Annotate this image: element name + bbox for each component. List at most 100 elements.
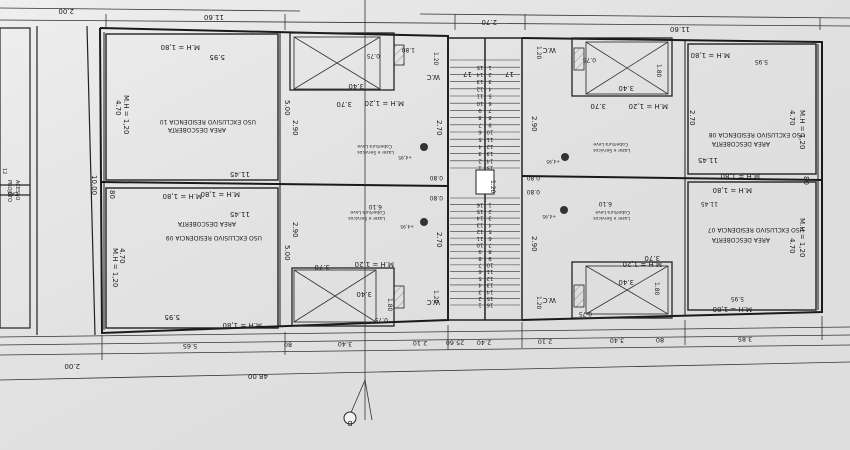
stair-step-number: 11 <box>477 235 484 241</box>
res09-wc-label: W.C <box>427 298 440 306</box>
res08-d080: 0.80 <box>526 174 540 181</box>
stair-step-number: 9 <box>488 255 492 261</box>
bottom-dimension-label: 2.10 <box>413 339 427 347</box>
res09-dim-470: 4.70 <box>118 248 126 264</box>
stair-step-number: 1 <box>478 165 482 171</box>
stair-step-number: 5 <box>478 275 482 281</box>
stair-landing <box>475 169 495 195</box>
res07-room-line1: Cobertura Leve <box>595 209 630 215</box>
stair-step-number: 4 <box>488 85 492 91</box>
res07-dim-470: 4.70 <box>788 238 796 254</box>
res08-level: +4,95 <box>546 158 560 164</box>
fragment-label-cas: CAS <box>8 190 18 196</box>
bottom-dimension-label: 80 <box>284 341 292 349</box>
stair-step-number: 10 <box>476 100 483 106</box>
north-marker <box>343 411 357 425</box>
res08-wc-180: 1.80 <box>655 64 662 78</box>
stair-step-number: 8 <box>488 248 492 254</box>
res08-mh-120: M.H = 1,20 <box>798 110 806 149</box>
res10-area-label: AREA DESCOBERTA <box>167 126 226 133</box>
stair-step-number: 13 <box>486 282 493 288</box>
stair-step-number: 1 <box>488 201 492 207</box>
dim-center-80-right: 80 <box>802 176 810 185</box>
res08-wc-mh: M.H = 1,20 <box>629 102 668 110</box>
stair-step-number: 6 <box>488 100 492 106</box>
stair-step-number: 16 <box>486 302 493 308</box>
bottom-dimension-label: 80 <box>656 336 664 344</box>
res07-wc-label: W.C <box>543 296 556 304</box>
bottom-dimension-label: 2.10 <box>538 338 552 346</box>
stair-step-numbers: 1514131211109876543211234567891011121314… <box>476 64 493 308</box>
res10-wc-box <box>293 36 381 90</box>
stair-step-number: 13 <box>486 150 493 156</box>
stair-step-17-right: 17 <box>505 70 514 78</box>
stair-step-number: 3 <box>478 150 482 156</box>
stair-step-number: 15 <box>476 64 483 70</box>
res07-use: USO EXCLUSIVO RESIDENCIA 07 <box>708 226 804 233</box>
res09-mh-120: M.H = 1,20 <box>111 248 119 287</box>
area-descoberta-10 <box>105 33 279 181</box>
res10-dim-290: 2.90 <box>291 120 299 136</box>
res08-wc-label: W.C <box>543 46 556 54</box>
dim-center-80-left: 80 <box>108 190 116 199</box>
res07-wc-width: 3.40 <box>618 278 634 286</box>
stair-step-number: 7 <box>488 241 492 247</box>
res10-width: 5.95 <box>209 53 225 61</box>
res09-wc-180: 1.80 <box>386 298 393 312</box>
res09-dim-610: 6.10 <box>368 203 382 210</box>
res08-wc-075: 0.75 <box>582 56 596 63</box>
stair-step-number: 2 <box>478 295 482 301</box>
res09-wc-120: 1.20 <box>432 290 439 304</box>
res09-wc-box <box>293 269 377 323</box>
res07-d080: 0.80 <box>526 188 540 195</box>
north-label: B <box>347 419 352 427</box>
stair-step-number: 12 <box>477 228 484 234</box>
stair-step-number: 4 <box>478 143 482 149</box>
stair-step-number: 13 <box>476 78 483 84</box>
stair-step-17-left: 17 <box>463 70 472 78</box>
res08-wc-370: 3.70 <box>590 102 606 110</box>
stair-step-number: 6 <box>478 268 482 274</box>
stair-step-number: 3 <box>488 215 492 221</box>
stair-step-number: 5 <box>478 136 482 142</box>
res10-dim-270: 2.70 <box>435 120 443 136</box>
stair-treads <box>450 59 520 306</box>
bottom-dimension-label: 3.85 <box>738 335 752 343</box>
res09-room-line2: Lazer e Servicos <box>348 215 385 221</box>
res10-use: USO EXCLUSIVO RESIDENCIA 10 <box>160 118 256 125</box>
res10-wc-width: 3.40 <box>348 82 364 90</box>
res09-wc-370: 3.70 <box>314 263 330 271</box>
res08-wc-120: 1.20 <box>535 46 542 60</box>
stair-step-number: 3 <box>478 288 482 294</box>
stair-step-number: 15 <box>486 165 493 171</box>
dim-top-left: 2.00 <box>58 7 74 15</box>
res09-wc-075: 0.75 <box>374 316 388 323</box>
stair-step-number: 14 <box>486 288 493 294</box>
unit-residencia-08: M.H = 1,80 5.95 AREA DESCOBERTA USO EXCL… <box>526 37 817 181</box>
res09-d080: 0.80 <box>429 194 443 201</box>
stair-step-number: 12 <box>487 275 494 281</box>
stair-step-number: 15 <box>486 295 493 301</box>
stair-step-number: 1 <box>478 302 482 308</box>
res08-wc-door <box>573 47 585 71</box>
res10-mh: M.H = 1,80 <box>161 43 200 51</box>
res09-use: USO EXCLUSIVO RESIDENCIA 09 <box>166 234 262 241</box>
stair-step-number: 9 <box>488 121 492 127</box>
stair-step-number: 16 <box>476 201 483 207</box>
res07-dim-610: 6.10 <box>598 200 612 207</box>
stair-step-number: 5 <box>488 228 492 234</box>
stair-step-number: 10 <box>486 262 493 268</box>
res09-dim-270: 2.70 <box>435 232 443 248</box>
res10-len: 11.45 <box>230 170 250 178</box>
stair-step-number: 14 <box>486 157 493 163</box>
stair-step-number: 10 <box>476 241 483 247</box>
bottom-dimension-label: 2.40 <box>477 338 491 346</box>
stair-step-number: 14 <box>476 71 483 77</box>
stair-step-number: 1 <box>488 64 492 70</box>
res07-area-label: AREA DESCOBERTA <box>711 236 770 243</box>
fragment-label-12: 12 <box>1 168 7 174</box>
res07-light-point <box>560 206 568 214</box>
res07-wc-075: 0.75 <box>578 310 592 317</box>
